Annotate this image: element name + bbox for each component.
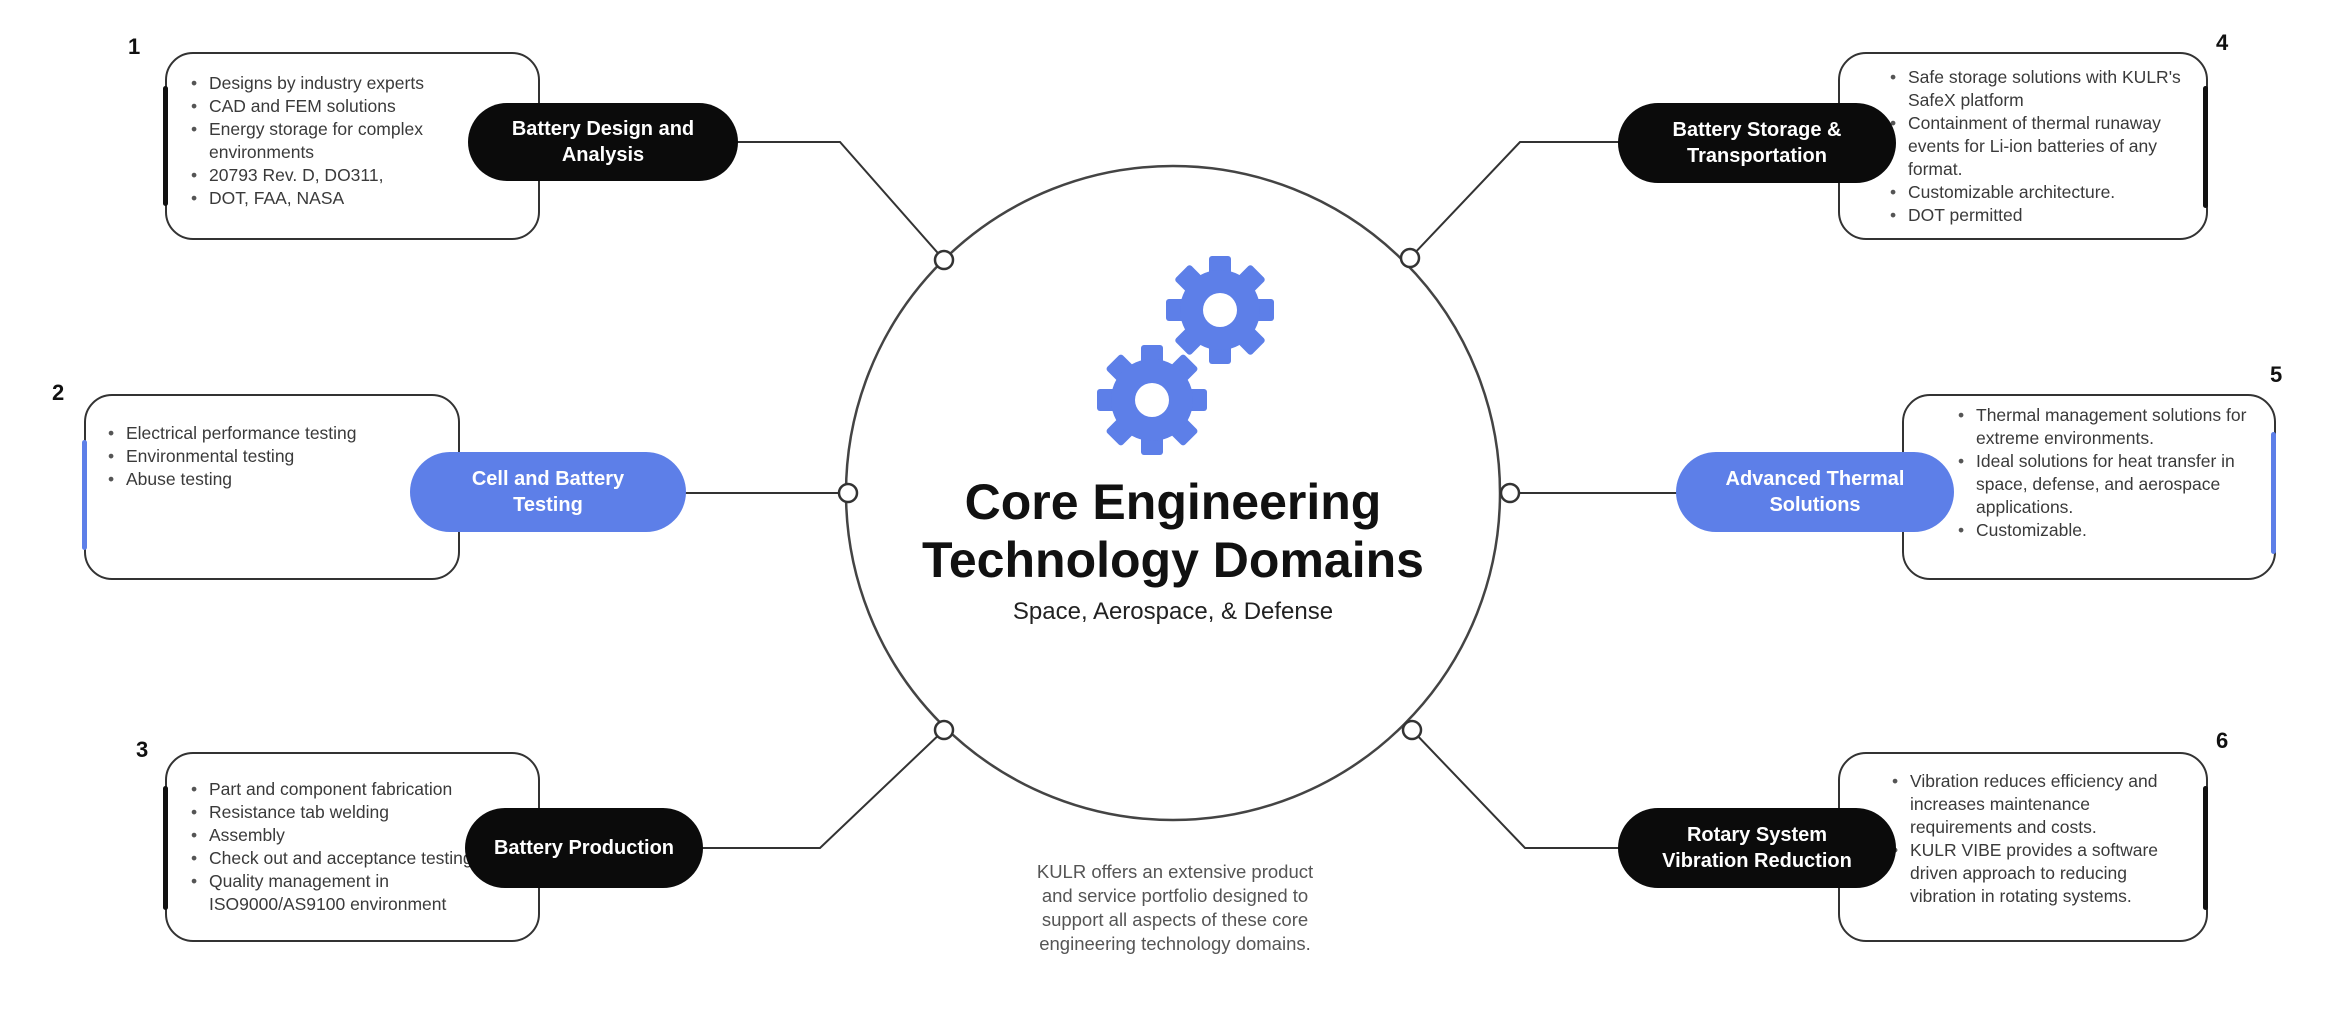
domain-6-bullet: Vibration reduces efficiency and increas… [1890,770,2190,839]
domain-2-bullet: Abuse testing [106,468,426,491]
connector-node-2 [837,482,859,504]
domain-1-bullet: 20793 Rev. D, DO311, [189,164,489,187]
domain-number-5: 5 [2270,362,2283,387]
domain-4-bullet: Customizable architecture. [1888,181,2188,204]
connector-node-1 [933,249,955,271]
hub-title-line-1: Core Engineering [964,474,1382,530]
domain-6-title-line: Rotary System [1686,824,1828,846]
domain-pill-3[interactable]: Battery Production [465,808,703,888]
domain-5-title-line: Advanced Thermal [1725,468,1905,490]
domain-pill-1[interactable]: Battery Design and Analysis [468,103,738,181]
connector-line-1 [735,141,945,261]
footer-note: KULR offers an extensive product and ser… [980,860,1370,956]
domain-4-accent-bar [2203,86,2208,208]
domain-5-title-line: Solutions [1769,494,1861,516]
domain-pill-5[interactable]: Advanced Thermal Solutions [1676,452,1954,532]
domain-box-1: Designs by industry experts CAD and FEM … [165,52,540,240]
footer-note-line: engineering technology domains. [1039,933,1311,954]
gear-small-icon [1097,345,1207,455]
domain-number-2: 2 [52,380,65,405]
domain-box-2: Electrical performance testing Environme… [84,394,460,580]
hub-subtitle: Space, Aerospace, & Defense [1012,598,1334,625]
domain-1-bullet: CAD and FEM solutions [189,95,489,118]
domain-number-3: 3 [136,737,149,762]
domain-number-1: 1 [128,34,141,59]
connector-node-6 [1401,719,1423,741]
connector-node-5 [1499,482,1521,504]
domain-4-title-line: Battery Storage & [1672,119,1842,141]
domain-4-title-line: Transportation [1686,145,1827,167]
connector-node-3 [933,719,955,741]
domain-3-bullet: Assembly [189,824,509,847]
footer-note-line: KULR offers an extensive product [1036,861,1314,882]
domain-box-5: Thermal management solutions for extreme… [1902,394,2276,580]
domain-5-accent-bar [2271,432,2276,554]
domain-6-bullet: KULR VIBE provides a software driven app… [1890,839,2190,908]
connector-line-6 [1411,729,1620,849]
domain-5-bullet: Thermal management solutions for extreme… [1956,404,2256,450]
footer-note-line: and service portfolio designed to [1041,885,1309,906]
domain-3-accent-bar [163,786,168,910]
domain-2-bullet: Environmental testing [106,445,426,468]
gear-large-icon [1166,256,1274,364]
connector-line-4 [1409,141,1620,259]
domain-4-bullet: DOT permitted [1888,204,2188,227]
hub-title-line-2: Technology Domains [922,532,1424,588]
connector-line-3 [700,729,945,849]
domain-box-4: Safe storage solutions with KULR's SafeX… [1838,52,2208,240]
domain-1-title-line: Battery Design and [511,118,695,140]
domain-6-title-line: Vibration Reduction [1662,850,1852,872]
domain-3-bullet: Part and component fabrication [189,778,509,801]
domain-3-bullet: Check out and acceptance testing [189,847,509,870]
domain-3-bullet: Quality management in ISO9000/AS9100 env… [189,870,509,916]
domain-5-bullet: Ideal solutions for heat transfer in spa… [1956,450,2256,519]
domain-4-bullet: Containment of thermal runaway events fo… [1888,112,2188,181]
domain-2-accent-bar [82,440,87,550]
domain-box-6: Vibration reduces efficiency and increas… [1838,752,2208,942]
connector-node-4 [1399,247,1421,269]
domain-4-bullet: Safe storage solutions with KULR's SafeX… [1888,66,2188,112]
domain-number-6: 6 [2216,728,2229,753]
domain-6-accent-bar [2203,786,2208,910]
domain-2-title-line: Cell and Battery [471,468,625,490]
domain-pill-6[interactable]: Rotary System Vibration Reduction [1618,808,1896,888]
domain-3-bullet: Resistance tab welding [189,801,509,824]
domain-1-bullet: DOT, FAA, NASA [189,187,489,210]
domain-number-4: 4 [2216,30,2229,55]
domain-3-title-line: Battery Production [493,837,675,859]
domain-pill-4[interactable]: Battery Storage & Transportation [1618,103,1896,183]
footer-note-line: support all aspects of these core [1041,909,1309,930]
domain-1-title-line: Analysis [561,144,645,166]
domain-5-bullet: Customizable. [1956,519,2256,542]
domain-pill-2[interactable]: Cell and Battery Testing [410,452,686,532]
domain-2-bullet: Electrical performance testing [106,422,426,445]
domain-1-bullet: Energy storage for complex environments [189,118,489,164]
gears-icon [1097,256,1274,455]
domain-1-bullet: Designs by industry experts [189,72,489,95]
domain-2-title-line: Testing [513,494,583,516]
domain-1-accent-bar [163,86,168,206]
